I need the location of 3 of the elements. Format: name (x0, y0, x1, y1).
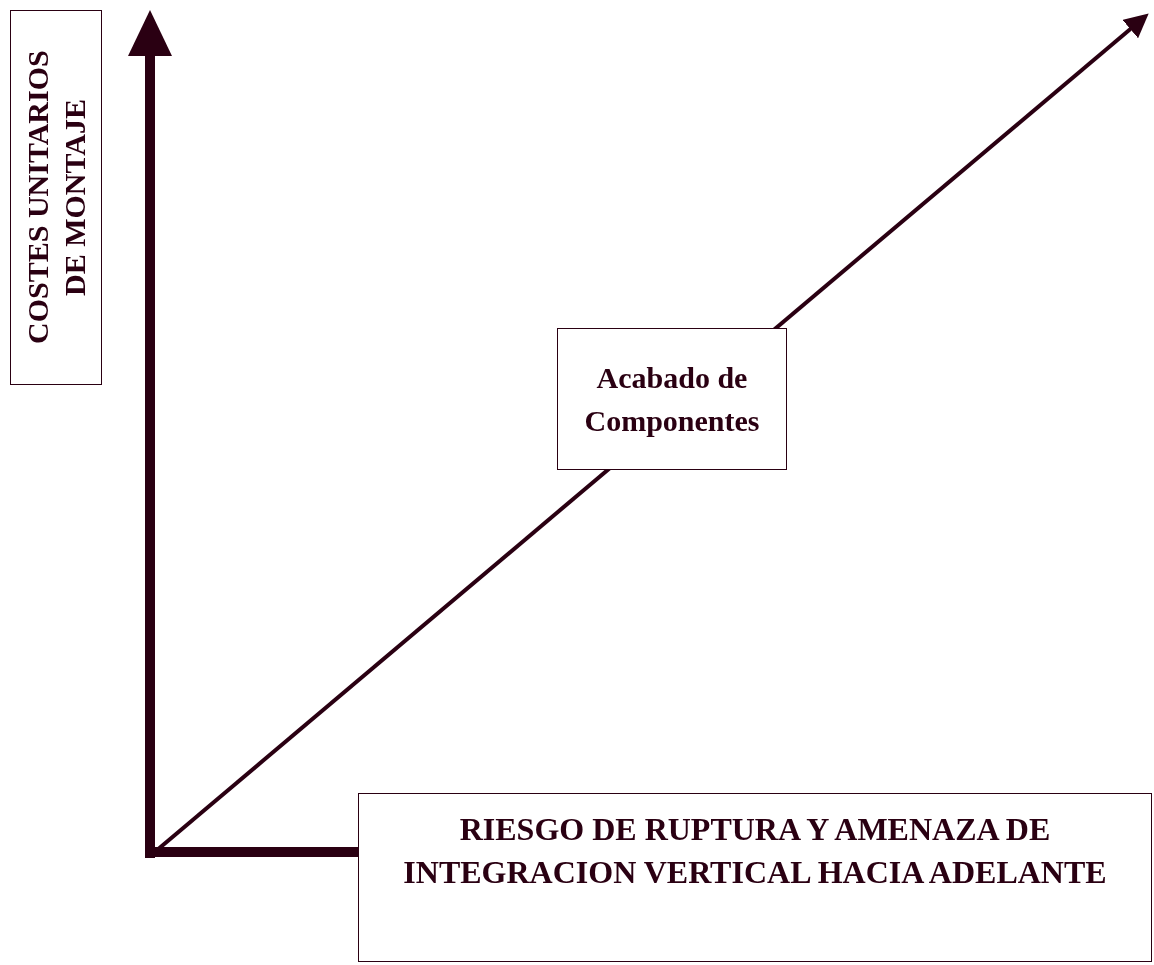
x-axis-title: RIESGO DE RUPTURA Y AMENAZA DE INTEGRACION VERTICAL HACIA ADELANTE (358, 793, 1152, 962)
process-label: Acabado de Componentes (557, 328, 787, 470)
y-axis-title: COSTES UNITARIOS DE MONTAJE (10, 10, 102, 385)
